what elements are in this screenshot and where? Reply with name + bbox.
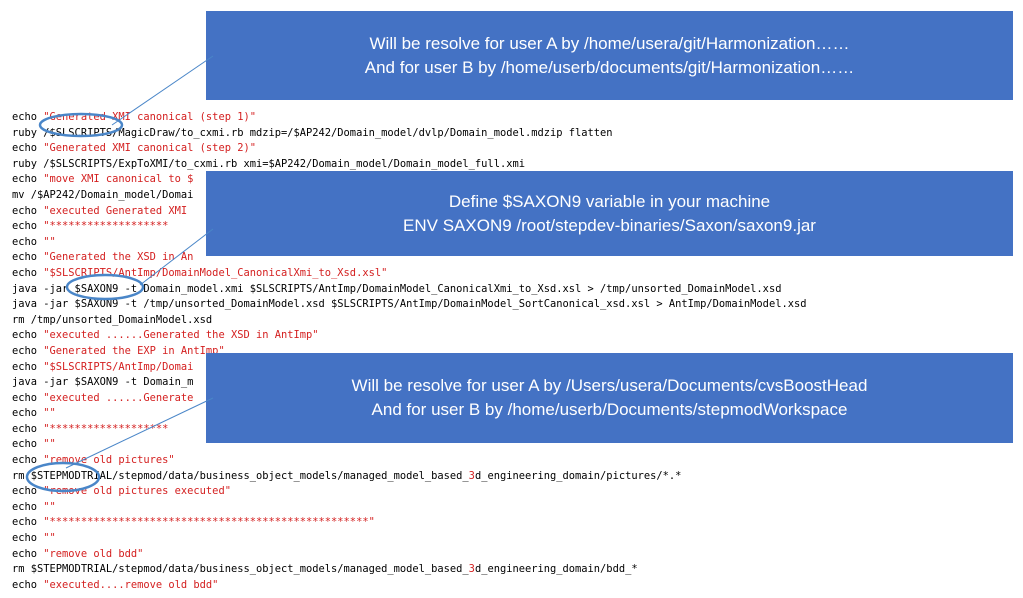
code-text: echo [12,266,44,279]
code-line: echo "executed ......Generated the XSD i… [12,328,806,344]
code-line: echo "******************* [12,422,806,438]
string-literal: "$SLSCRIPTS/AntImp/Domai [43,360,194,373]
code-line: echo "" [12,235,806,251]
string-literal: "executed ......Generate [43,391,194,404]
code-text: echo [12,407,44,420]
code-text: echo [12,516,44,529]
code-line: echo "move XMI canonical to $ [12,172,806,188]
string-literal: "remove old bdd" [43,547,144,560]
string-literal: 3 [468,469,475,482]
code-text: java -jar $SAXON9 -t /tmp/unsorted_Domai… [12,298,807,311]
string-literal: "***************************************… [43,516,375,529]
code-text: echo [12,532,44,545]
callout-line: And for user B by /home/userb/documents/… [364,57,855,77]
code-text: echo [12,173,44,186]
callout-line: Will be resolve for user A by /Users/use… [351,376,868,395]
saxon9-highlight-ellipse [65,273,145,301]
code-text: d_engineering_domain/pictures/*.* [474,469,682,482]
code-line: echo "executed Generated XMI [12,204,806,220]
string-literal: "******************* [43,422,169,435]
code-line: rm $STEPMODTRIAL/stepmod/data/business_o… [12,562,806,578]
code-line: mv /$AP242/Domain_model/Domai [12,188,806,204]
code-text: echo [12,422,44,435]
string-literal: "move XMI canonical to $ [43,173,194,186]
code-line: echo "" [12,437,806,453]
string-literal: "executed Generated XMI [43,204,194,217]
callout-connector-line [139,228,214,286]
code-text: echo [12,111,44,123]
string-literal: "" [43,407,56,420]
callout-line: And for user B by /home/userb/Documents/… [371,400,848,419]
code-line: echo "$SLSCRIPTS/AntImp/Domai [12,360,806,376]
code-line: java -jar $SAXON9 -t Domain_m [12,375,806,391]
code-line: echo "" [12,406,806,422]
string-literal: "******************* [43,220,169,233]
callout-slscripts-resolution: Will be resolve for user A by /home/user… [206,11,1013,100]
code-line: echo "remove old bdd" [12,547,806,563]
string-literal: "" [43,235,56,248]
code-text: echo [12,547,44,560]
string-literal: "" [43,500,56,513]
code-text: echo [12,142,44,155]
code-text: rm $STEPMODTRIAL/stepmod/data/business_o… [12,469,469,482]
code-text: echo [12,485,44,498]
code-line: echo "" [12,531,806,547]
string-literal: "Generated XMI canonical (step 2)" [43,142,256,155]
code-text: java -jar $SAXON9 -t Domain_model.xmi $S… [12,282,782,295]
string-literal: "" [43,438,56,451]
callout-stepmodtrial-resolution: Will be resolve for user A by /Users/use… [206,353,1013,443]
code-text: echo [12,438,44,451]
code-text: java -jar $SAXON9 -t Domain_m [12,376,194,389]
string-literal: "executed....remove old bdd" [43,578,219,591]
code-line: ruby /$SLSCRIPTS/ExpToXMI/to_cxmi.rb xmi… [12,157,806,173]
code-text: echo [12,500,44,513]
code-text: echo [12,220,44,233]
code-line: java -jar $SAXON9 -t /tmp/unsorted_Domai… [12,297,806,313]
code-line: echo "executed....remove old bdd" [12,578,806,594]
code-line: echo "" [12,500,806,516]
code-text: echo [12,329,44,342]
code-text: echo [12,344,44,357]
code-line: rm /tmp/unsorted_DomainModel.xsd [12,313,806,329]
code-line: echo "$SLSCRIPTS/AntImp/DomainModel_Cano… [12,266,806,282]
code-line: echo "executed ......Generate [12,391,806,407]
code-text: ruby /$SLSCRIPTS/ExpToXMI/to_cxmi.rb xmi… [12,157,525,170]
callout-line: Define $SAXON9 variable in your machine [448,191,771,211]
string-literal: 3 [468,563,475,576]
callout-line: ENV SAXON9 /root/stepdev-binaries/Saxon/… [403,215,816,235]
string-literal: "" [43,532,56,545]
code-line: echo "******************* [12,219,806,235]
code-line: echo "**********************************… [12,515,806,531]
callout-line: Will be resolve for user A by /home/user… [369,33,850,53]
code-text: echo [12,454,44,467]
code-text: d_engineering_domain/bdd_* [474,563,638,576]
callout-connector-line [111,55,214,126]
string-literal: "executed ......Generated the XSD in Ant… [43,329,319,342]
stepmodtrial-highlight-ellipse [25,461,101,493]
code-text: echo [12,578,44,591]
string-literal: "Generated the XSD in An [43,251,194,264]
callout-saxon9-definition: Define $SAXON9 variable in your machine … [206,171,1013,256]
code-line: rm $STEPMODTRIAL/stepmod/data/business_o… [12,469,806,485]
code-text: rm /tmp/unsorted_DomainModel.xsd [12,313,213,326]
slscripts-highlight-ellipse [38,112,124,138]
code-line: java -jar $SAXON9 -t Domain_model.xmi $S… [12,282,806,298]
code-text: mv /$AP242/Domain_model/Domai [12,188,194,201]
code-text: echo [12,204,44,217]
code-text: rm $STEPMODTRIAL/stepmod/data/business_o… [12,563,469,576]
code-text: echo [12,251,44,264]
code-text: echo [12,391,44,404]
code-line: echo "Generated XMI canonical (step 2)" [12,141,806,157]
code-line: echo "Generated the XSD in An [12,250,806,266]
code-text: echo [12,360,44,373]
callout-connector-line [65,397,214,469]
code-text: echo [12,235,44,248]
string-literal: "$SLSCRIPTS/AntImp/DomainModel_Canonical… [43,266,388,279]
